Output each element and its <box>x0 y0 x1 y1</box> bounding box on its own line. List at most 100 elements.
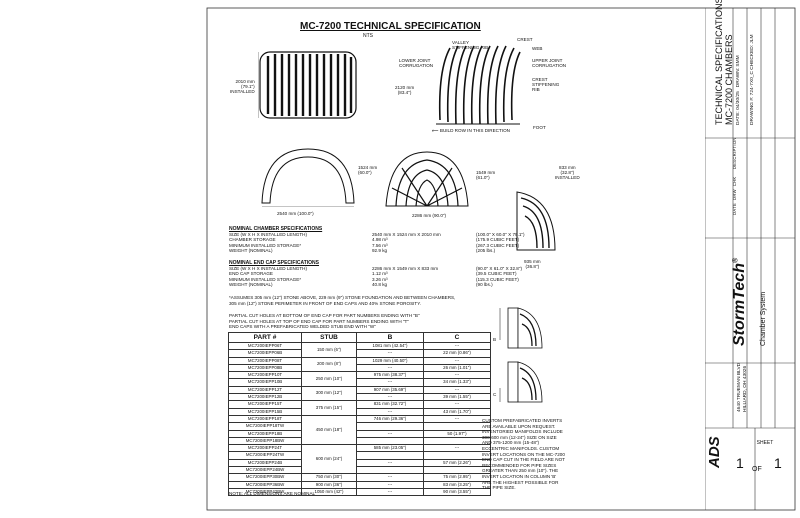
part-number-cell: MC7200IEPP18BW <box>228 436 302 446</box>
part-number-cell: MC7200IEPP36BW <box>228 480 302 489</box>
c-value-cell: --- <box>423 356 491 365</box>
partial-cut-note: PARTIAL CUT HOLES AT BOTTOM OF END CAP F… <box>229 313 420 330</box>
chamber-spec-table: SIZE (W X H X INSTALLED LENGTH)2540 mm X… <box>229 232 525 254</box>
b-value-cell <box>356 451 424 460</box>
dim-935: 935 mm(36.8") <box>524 259 541 270</box>
col-stub: STUB <box>301 332 357 343</box>
foot-label: FOOT <box>533 125 546 130</box>
table-row: MC7200IEPP24TW <box>228 451 491 460</box>
b-value-cell: --- <box>356 473 424 482</box>
part-number-cell: MC7200IEPP15B <box>228 407 302 416</box>
dim-833: 833 mm(32.8")INSTALLED <box>555 165 580 181</box>
c-value-cell: 57 mm (2.26") <box>423 458 491 468</box>
b-value-cell: --- <box>356 458 424 468</box>
ads-logo: ADS <box>706 436 723 468</box>
b-value-cell: 1081 mm (42.54") <box>356 341 424 351</box>
table-row: MC7200IEPP24B ---57 mm (2.26") <box>228 458 491 468</box>
part-number-cell: MC7200IEPP06T <box>228 341 302 351</box>
c-value-cell: 43 mm (1.70") <box>423 407 491 416</box>
c-value-cell: 26 mm (1.01") <box>423 363 491 373</box>
c-value-cell: --- <box>423 371 491 380</box>
c-value-cell <box>423 451 491 460</box>
part-number-cell: MC7200IEPP12B <box>228 393 302 402</box>
stub-cell: 300 mm (12") <box>301 385 357 402</box>
endcap-side-view <box>516 191 556 251</box>
b-value-cell <box>356 466 424 475</box>
dim-b-label: B <box>493 337 497 342</box>
col-c: C <box>423 332 491 343</box>
title-block-frame <box>705 8 795 510</box>
page-title: MC-7200 TECHNICAL SPECIFICATION <box>300 21 481 32</box>
table-row: MC7200IEPP18BW <box>228 436 491 446</box>
assumption-note: *ASSUMES 305 mm (12") STONE ABOVE, 229 m… <box>229 295 456 306</box>
invert-detail-drawings <box>499 307 543 403</box>
stub-cell: 150 mm (6") <box>301 342 357 358</box>
table-row: MC7200IEPP10B---34 mm (1.33") <box>228 378 491 387</box>
part-number-cell: MC7200IEPP24TW <box>228 451 302 460</box>
part-number-cell: MC7200IEPP18T <box>228 414 302 424</box>
b-value-cell: 1029 mm (40.50") <box>356 356 424 365</box>
part-number-cell: MC7200IEPP08T <box>228 356 302 365</box>
part-number-cell: MC7200IEPP10T <box>228 371 302 380</box>
stormtech-logo: StormTech® <box>731 257 748 346</box>
part-number-cell: MC7200IEPP10B <box>228 378 302 387</box>
chamber-iso-view <box>436 45 521 125</box>
c-value-cell: --- <box>423 385 491 395</box>
b-value-cell: --- <box>356 349 424 358</box>
b-value-cell: --- <box>356 363 424 373</box>
c-value-cell: 90 mm (3.55") <box>423 487 491 497</box>
crest-label: CREST <box>517 37 533 42</box>
part-number-cell: MC7200IEPP12T <box>228 385 302 395</box>
installed-height-dim: 2010 mm(79.1")INSTALLED <box>230 79 255 95</box>
nts-label: NTS <box>363 33 373 39</box>
c-value-cell <box>423 436 491 446</box>
stub-cell: 375 mm (15") <box>301 400 357 416</box>
dim-1524: 1524 mm(60.0") <box>358 165 378 176</box>
rev-headers: DATE DRW CHK DESCRIPTION <box>732 137 737 215</box>
part-number-cell: MC7200IEPP24B <box>228 458 302 468</box>
stub-cell: 900 mm (36") <box>301 480 357 489</box>
brand-subtitle: Chamber System <box>760 291 767 346</box>
b-value-cell: 831 mm (32.72") <box>356 400 424 409</box>
b-value-cell: --- <box>356 378 424 387</box>
b-value-cell: --- <box>356 407 424 416</box>
c-value-cell: 50 (1.97") <box>423 429 491 438</box>
c-value-cell <box>423 422 491 431</box>
chamber-spec-heading: NOMINAL CHAMBER SPECIFICATIONS <box>229 226 323 232</box>
part-number-cell: MC7200IEPP18B <box>228 429 302 438</box>
b-value-cell: 975 mm (38.37") <box>356 371 424 380</box>
col-part: PART # <box>228 332 302 343</box>
table-row: MC7200IEPP06B---22 mm (0.86") <box>228 349 491 358</box>
b-value-cell: --- <box>356 487 424 497</box>
b-value-cell <box>356 436 424 446</box>
col-b: B <box>356 332 424 343</box>
dim-c-label: C <box>493 392 497 397</box>
endcap-spec-table: SIZE (W X H X INSTALLED LENGTH)2286 mm X… <box>229 266 523 288</box>
table-row: MC7200IEPP24BW <box>228 466 491 475</box>
part-number-cell: MC7200IEPP24BW <box>228 466 302 475</box>
c-value-cell: --- <box>423 341 491 351</box>
part-number-cell: MC7200IEPP18TW <box>228 422 302 431</box>
stub-cell: 250 mm (10") <box>301 371 357 387</box>
part-number-cell: MC7200IEPP15T <box>228 400 302 409</box>
stub-cell: 750 mm (30") <box>301 473 357 482</box>
b-value-cell: --- <box>356 429 424 438</box>
